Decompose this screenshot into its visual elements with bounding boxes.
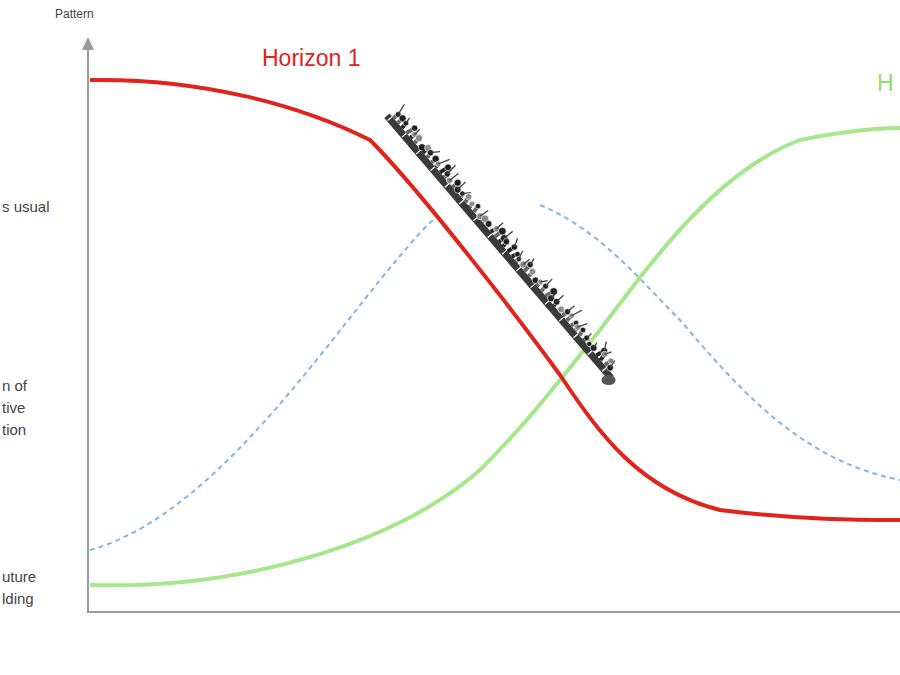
car-divider xyxy=(602,367,607,372)
rider-head xyxy=(550,288,557,295)
car-front xyxy=(602,375,616,385)
rider-arm xyxy=(587,334,592,338)
rider-head xyxy=(454,179,461,186)
rider-arm xyxy=(551,292,557,298)
horizon-2-curve xyxy=(90,205,900,550)
axis-arrowhead xyxy=(82,37,94,50)
rider-arm xyxy=(415,129,420,134)
rider-head xyxy=(411,125,417,131)
car-divider xyxy=(388,116,393,121)
rider-arm xyxy=(438,159,450,164)
rider-arm xyxy=(447,165,455,174)
rider-arm xyxy=(540,281,547,282)
curve-label: H xyxy=(877,67,894,100)
rider-arm xyxy=(398,104,404,114)
curve-label: Horizon 1 xyxy=(262,42,360,75)
rider-head xyxy=(465,194,471,200)
car-divider xyxy=(531,283,536,288)
y-axis xyxy=(87,46,89,613)
rider-arm xyxy=(568,306,575,312)
rider-head xyxy=(415,135,422,142)
rider-arm xyxy=(514,238,517,247)
rider-head xyxy=(475,203,480,208)
car-divider xyxy=(502,250,507,255)
rider-head xyxy=(469,201,475,207)
rider-head xyxy=(499,227,507,235)
rider-arm xyxy=(406,118,410,123)
rider-head xyxy=(485,221,492,228)
rider-head xyxy=(529,268,535,274)
car-divider xyxy=(488,233,493,238)
rider-arm xyxy=(504,231,513,238)
axis-label: Pattern xyxy=(55,6,94,23)
car-divider xyxy=(559,317,564,322)
rider-arm xyxy=(458,182,466,190)
car-divider xyxy=(459,200,464,205)
rider-arm xyxy=(557,295,564,302)
rider-head xyxy=(435,161,441,167)
rider-arm xyxy=(604,342,606,352)
rider-arm xyxy=(572,310,582,316)
rider-arm xyxy=(610,361,615,368)
level-label: s usual xyxy=(2,196,50,218)
rider-head xyxy=(515,251,521,257)
rider-arm xyxy=(519,251,523,259)
rider-head xyxy=(511,244,517,250)
rider-head xyxy=(569,313,575,319)
rider-arm xyxy=(605,352,612,355)
rider-arm xyxy=(530,259,534,265)
x-axis xyxy=(87,611,900,613)
rider-head xyxy=(503,238,510,245)
roller-coaster-illustration xyxy=(384,104,615,385)
horizon-1-curve xyxy=(90,80,900,520)
level-label: n of tive tion xyxy=(2,375,42,441)
rider-arm xyxy=(577,324,587,328)
rider-arm xyxy=(546,279,553,286)
rider-head xyxy=(580,327,586,333)
rider-arm xyxy=(430,152,439,153)
rider-head xyxy=(558,306,565,313)
level-label: uture lding xyxy=(2,566,50,610)
rider-arm xyxy=(594,343,597,348)
coaster-car xyxy=(384,114,613,381)
